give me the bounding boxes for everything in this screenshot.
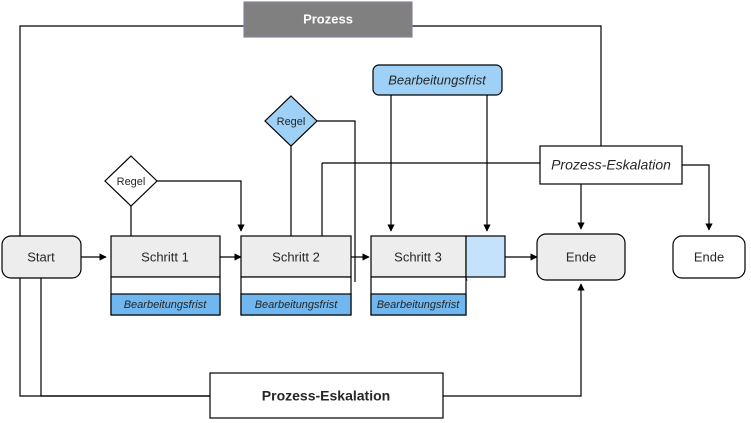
edge-start-to-bottom-rail — [40, 278, 210, 397]
node-rule2-label: Regel — [277, 116, 306, 128]
node-rule1[interactable]: Regel — [104, 155, 158, 207]
node-deadline-top-label: Bearbeitungsfrist — [388, 72, 487, 87]
node-ende-escalation-label: Ende — [694, 249, 724, 264]
node-ende-main-label: Ende — [566, 249, 596, 264]
node-escalation-right[interactable]: Prozess-Eskalation — [539, 145, 683, 185]
node-step3-deadline-label: Bearbeitungsfrist — [377, 299, 460, 311]
node-deadline-top[interactable]: Bearbeitungsfrist — [372, 64, 503, 96]
node-rule2[interactable]: Regel — [264, 95, 318, 147]
node-escalation-bottom-label: Prozess-Eskalation — [262, 388, 390, 404]
node-step1-deadline-label: Bearbeitungsfrist — [124, 299, 207, 311]
node-step2-deadline-badge[interactable]: Bearbeitungsfrist — [240, 293, 352, 316]
node-step3-deadline-badge[interactable]: Bearbeitungsfrist — [370, 293, 467, 316]
node-start[interactable]: Start — [1, 235, 82, 279]
process-header-bar[interactable]: Prozess — [243, 1, 413, 38]
node-step2-label: Schritt 2 — [272, 249, 320, 264]
node-escalation-bottom[interactable]: Prozess-Eskalation — [209, 372, 444, 419]
edge-right-escalation-to-ende-escalation — [682, 164, 713, 231]
node-escalation-right-label: Prozess-Eskalation — [551, 157, 671, 173]
edge-bottom-escalation-to-ende — [443, 283, 585, 397]
node-step1-label: Schritt 1 — [141, 249, 189, 264]
node-step3-attachment[interactable] — [465, 235, 506, 278]
edge-rule1-to-step2-top — [157, 180, 245, 232]
node-ende-escalation[interactable]: Ende — [672, 235, 746, 279]
process-header-label: Prozess — [303, 11, 353, 26]
node-start-label: Start — [27, 249, 55, 264]
edge-outer-right-loop — [412, 25, 602, 146]
node-rule1-label: Regel — [117, 176, 146, 188]
node-step2-deadline-label: Bearbeitungsfrist — [255, 299, 338, 311]
node-step3-label: Schritt 3 — [394, 249, 442, 264]
node-step1-deadline-badge[interactable]: Bearbeitungsfrist — [110, 293, 221, 316]
node-ende-main[interactable]: Ende — [536, 233, 626, 281]
edge-outer-left-loop — [19, 25, 244, 397]
edge-rule2-right-branch — [317, 120, 356, 282]
